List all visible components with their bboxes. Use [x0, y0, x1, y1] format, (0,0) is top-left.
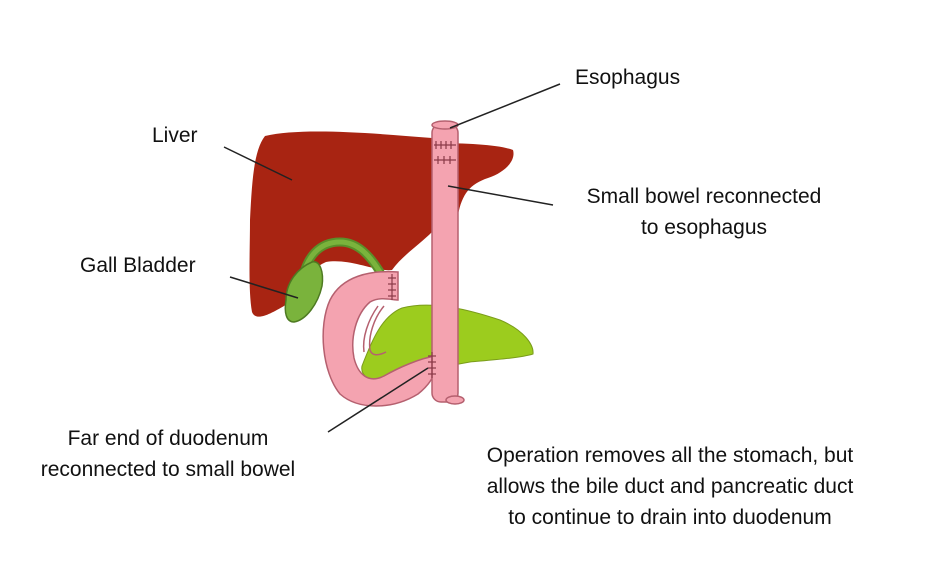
duodenum-label-line-2: reconnected to small bowel [40, 458, 296, 481]
bile-duct-curl [368, 305, 387, 356]
duodenum-leader [327, 367, 429, 433]
bowel-bottom-end [445, 395, 465, 405]
gall-bladder-leader [229, 276, 299, 299]
bowel-top-end [431, 120, 459, 130]
leader-lines [223, 83, 561, 433]
esophagus-leader [449, 83, 561, 129]
duodenum-anastomosis-stitches [388, 274, 436, 378]
liver-leader [223, 146, 293, 181]
esophagus-anastomosis-stitches [434, 141, 456, 164]
small-bowel-leader [447, 185, 554, 206]
esophagus-label: Esophagus [575, 66, 681, 89]
gall-bladder-label: Gall Bladder [80, 254, 196, 277]
operation-note: Operation removes all the stomach, but a… [452, 440, 888, 533]
bile-duct-curl-2 [362, 305, 379, 353]
small-bowel-limb [431, 123, 459, 403]
small-bowel-label-line-2: to esophagus [640, 216, 768, 239]
liver-label: Liver [152, 124, 198, 147]
operation-note-line-2: allows the bile duct and pancreatic duct [486, 475, 854, 498]
small-bowel-label: Small bowel reconnected to esophagus [566, 181, 842, 243]
small-bowel-label-line-1: Small bowel reconnected [586, 185, 822, 208]
gall-bladder-shape [284, 261, 324, 323]
duodenum-label-line-1: Far end of duodenum [67, 427, 269, 450]
duodenum-label: Far end of duodenum reconnected to small… [18, 423, 318, 485]
gall-bladder-duct-inner [299, 239, 383, 285]
operation-note-line-3: to continue to drain into duodenum [508, 506, 832, 529]
operation-note-line-1: Operation removes all the stomach, but [486, 444, 854, 467]
